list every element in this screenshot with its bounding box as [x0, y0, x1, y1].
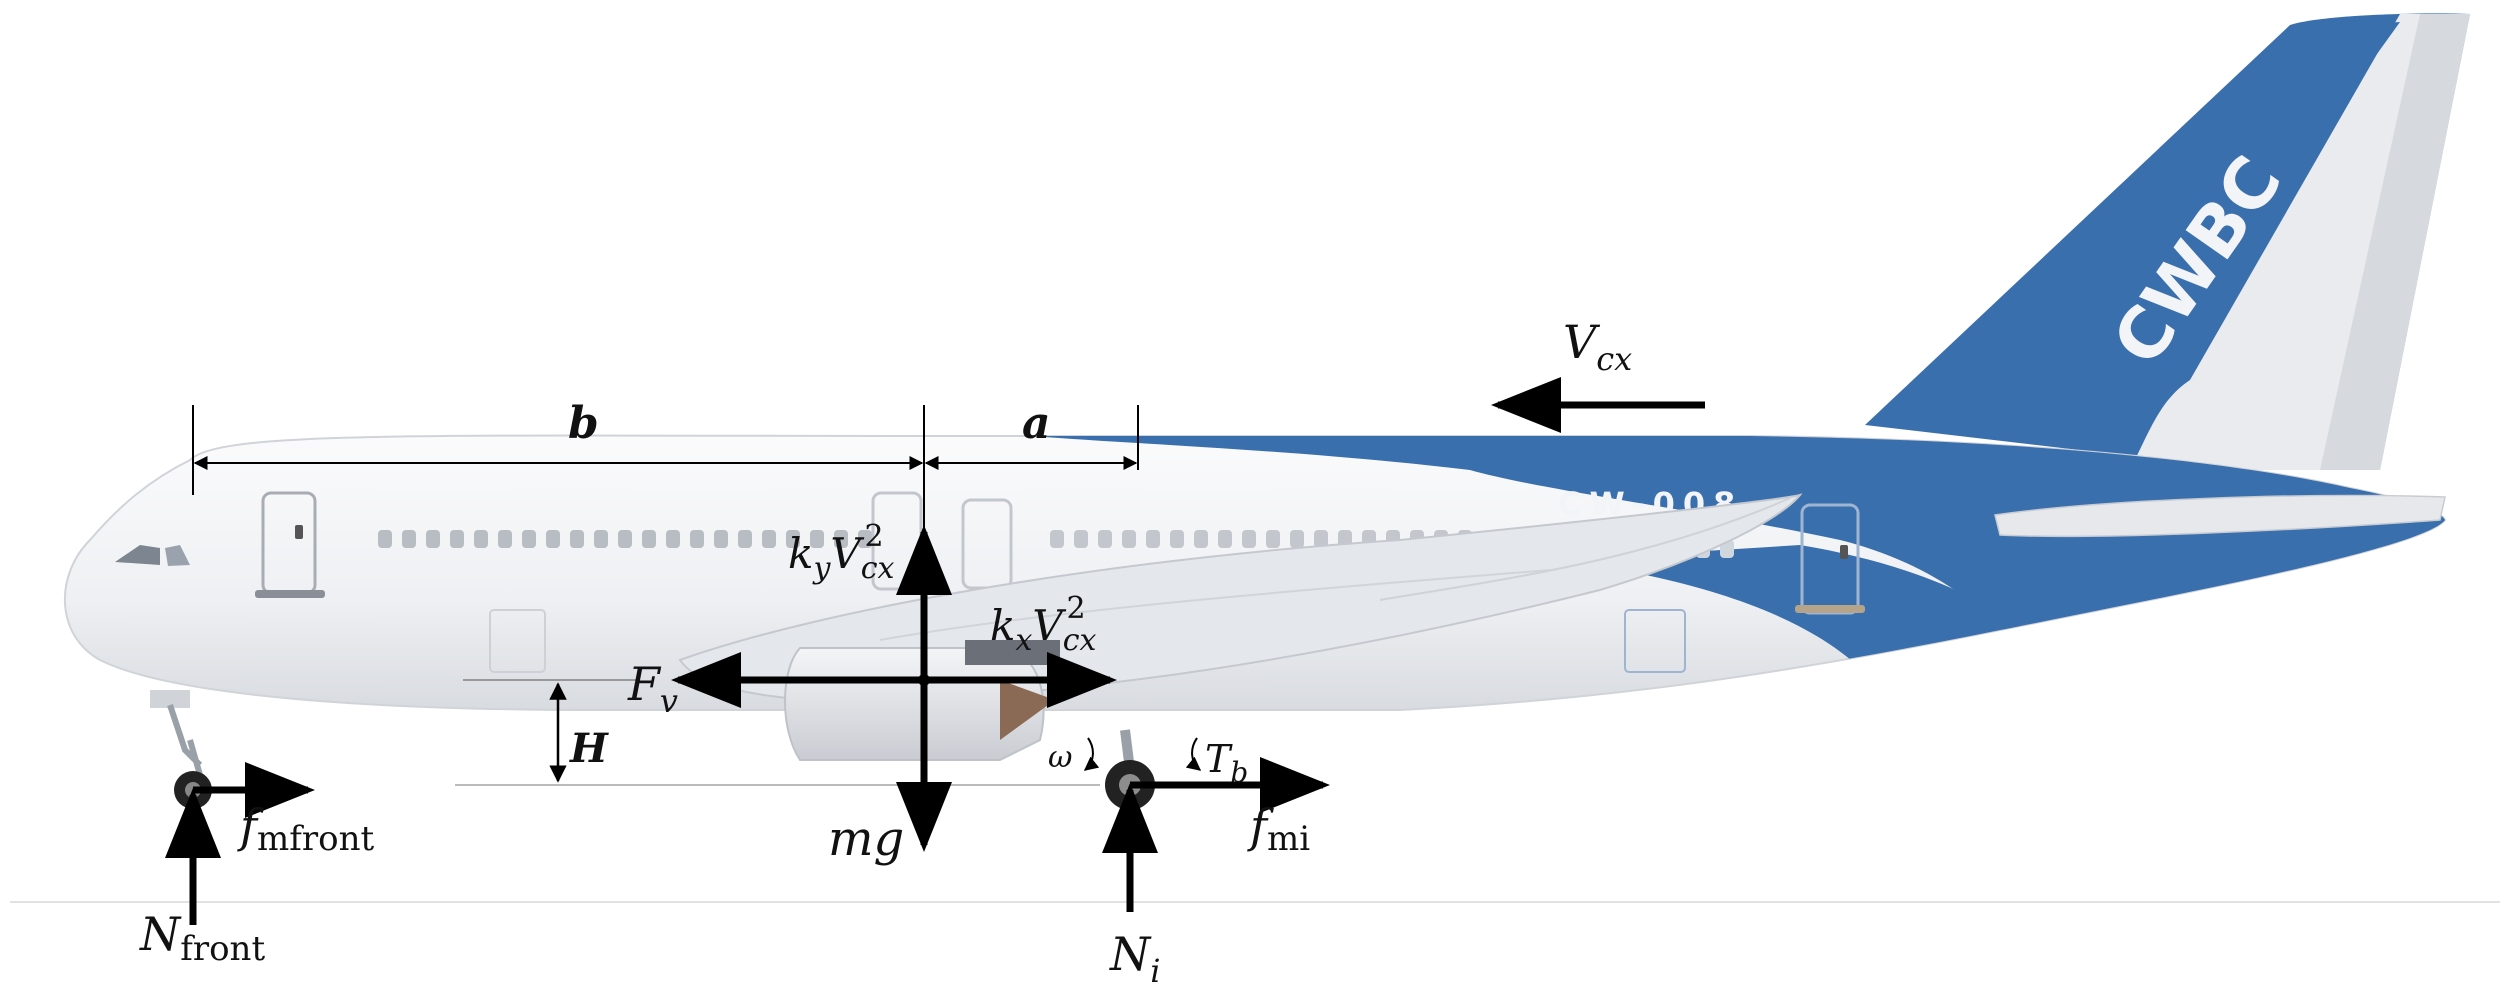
cabin-window — [378, 530, 392, 548]
torque-label: Tb — [1205, 737, 1248, 789]
omega-rotation-icon — [1083, 737, 1100, 771]
f-main-label: fmi — [1247, 799, 1310, 859]
cabin-window — [858, 530, 872, 548]
cabin-window — [834, 530, 848, 548]
cabin-window — [714, 530, 728, 548]
cabin-window — [426, 530, 440, 548]
cabin-window — [786, 530, 800, 548]
fv-label: Fv — [627, 657, 678, 720]
cabin-window — [762, 530, 776, 548]
cabin-window — [666, 530, 680, 548]
engine — [784, 640, 1060, 761]
n-main-label: Ni — [1109, 927, 1160, 990]
cabin-window — [1074, 530, 1088, 548]
cabin-window — [690, 530, 704, 548]
cabin-window — [1242, 530, 1256, 548]
horizontal-stabilizer — [1994, 494, 2446, 538]
weight-label: mg — [828, 811, 904, 867]
cabin-window — [1098, 530, 1112, 548]
cabin-window — [1218, 530, 1232, 548]
cabin-window — [402, 530, 416, 548]
velocity-label: Vcx — [1563, 315, 1632, 378]
lift-label: kyVcx2 — [788, 519, 895, 586]
n-front-label: Nfront — [139, 907, 265, 969]
cabin-window — [474, 530, 488, 548]
cabin-window — [1290, 530, 1304, 548]
cabin-window — [810, 530, 824, 548]
cabin-window — [570, 530, 584, 548]
cabin-window — [1146, 530, 1160, 548]
omega-label: ω — [1048, 740, 1072, 775]
cabin-window — [642, 530, 656, 548]
torque-rotation-icon — [1185, 737, 1202, 771]
cabin-window — [546, 530, 560, 548]
cabin-window — [1194, 530, 1208, 548]
cabin-window — [1266, 530, 1280, 548]
cabin-window — [1170, 530, 1184, 548]
cabin-window — [1122, 530, 1136, 548]
center-of-gravity — [918, 674, 930, 686]
cabin-window — [618, 530, 632, 548]
cabin-window — [594, 530, 608, 548]
cabin-window — [522, 530, 536, 548]
cabin-doors — [255, 491, 1865, 673]
cabin-window — [1050, 530, 1064, 548]
drag-label: kxVcx2 — [990, 591, 1097, 658]
dimension-h-label: H — [569, 725, 609, 772]
dimension-a-label: a — [1022, 398, 1051, 449]
dimension-b-label: b — [568, 398, 599, 449]
tail-fin — [1865, 13, 2470, 471]
cabin-window — [738, 530, 752, 548]
f-front-label: fmfront — [237, 799, 374, 859]
cabin-window — [450, 530, 464, 548]
cabin-window — [1314, 530, 1328, 548]
cabin-window — [498, 530, 512, 548]
